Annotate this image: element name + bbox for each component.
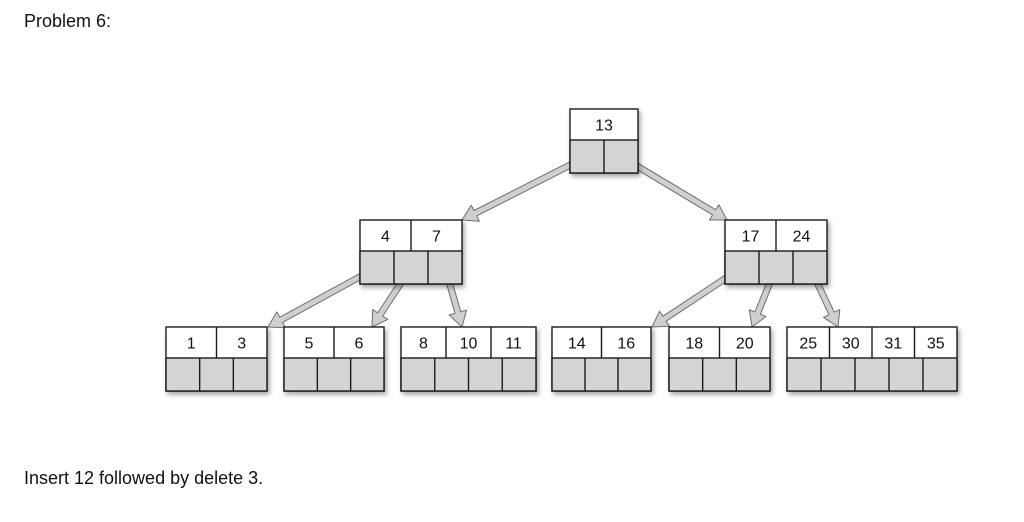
- node-key: 8: [419, 336, 428, 353]
- node-key: 10: [460, 336, 478, 353]
- node-key: 6: [355, 336, 364, 353]
- node-key: 31: [884, 336, 902, 353]
- leaf-node: 14 16: [551, 326, 652, 392]
- pointer-row: [786, 357, 958, 392]
- node-key: 1: [187, 336, 196, 353]
- pointer-row: [359, 250, 463, 285]
- leaf-node: 8 10 11: [400, 326, 537, 392]
- node-key: 20: [736, 336, 754, 353]
- node-key: 14: [568, 336, 586, 353]
- node-key: 4: [381, 229, 390, 246]
- node-key: 5: [305, 336, 314, 353]
- pointer-row: [724, 250, 828, 285]
- node-key: 18: [685, 336, 703, 353]
- root-node: 13: [569, 108, 639, 174]
- problem-title: Problem 6:: [24, 11, 112, 31]
- node-key: 3: [237, 336, 246, 353]
- pointer-row: [551, 357, 652, 392]
- instruction-text: Insert 12 followed by delete 3.: [24, 468, 264, 488]
- node-key: 13: [595, 118, 613, 135]
- node-key: 35: [927, 336, 945, 353]
- pointer-row: [165, 357, 268, 392]
- node-key: 11: [505, 336, 522, 353]
- pointer-row: [283, 357, 385, 392]
- node-key: 17: [742, 229, 760, 246]
- node-key: 25: [799, 336, 817, 353]
- node-key: 16: [617, 336, 635, 353]
- node-key: 7: [432, 229, 441, 246]
- node-key: 24: [793, 229, 811, 246]
- pointer-row: [668, 357, 771, 392]
- node-key: 30: [842, 336, 860, 353]
- leaf-node: 25 30 31 35: [786, 326, 958, 392]
